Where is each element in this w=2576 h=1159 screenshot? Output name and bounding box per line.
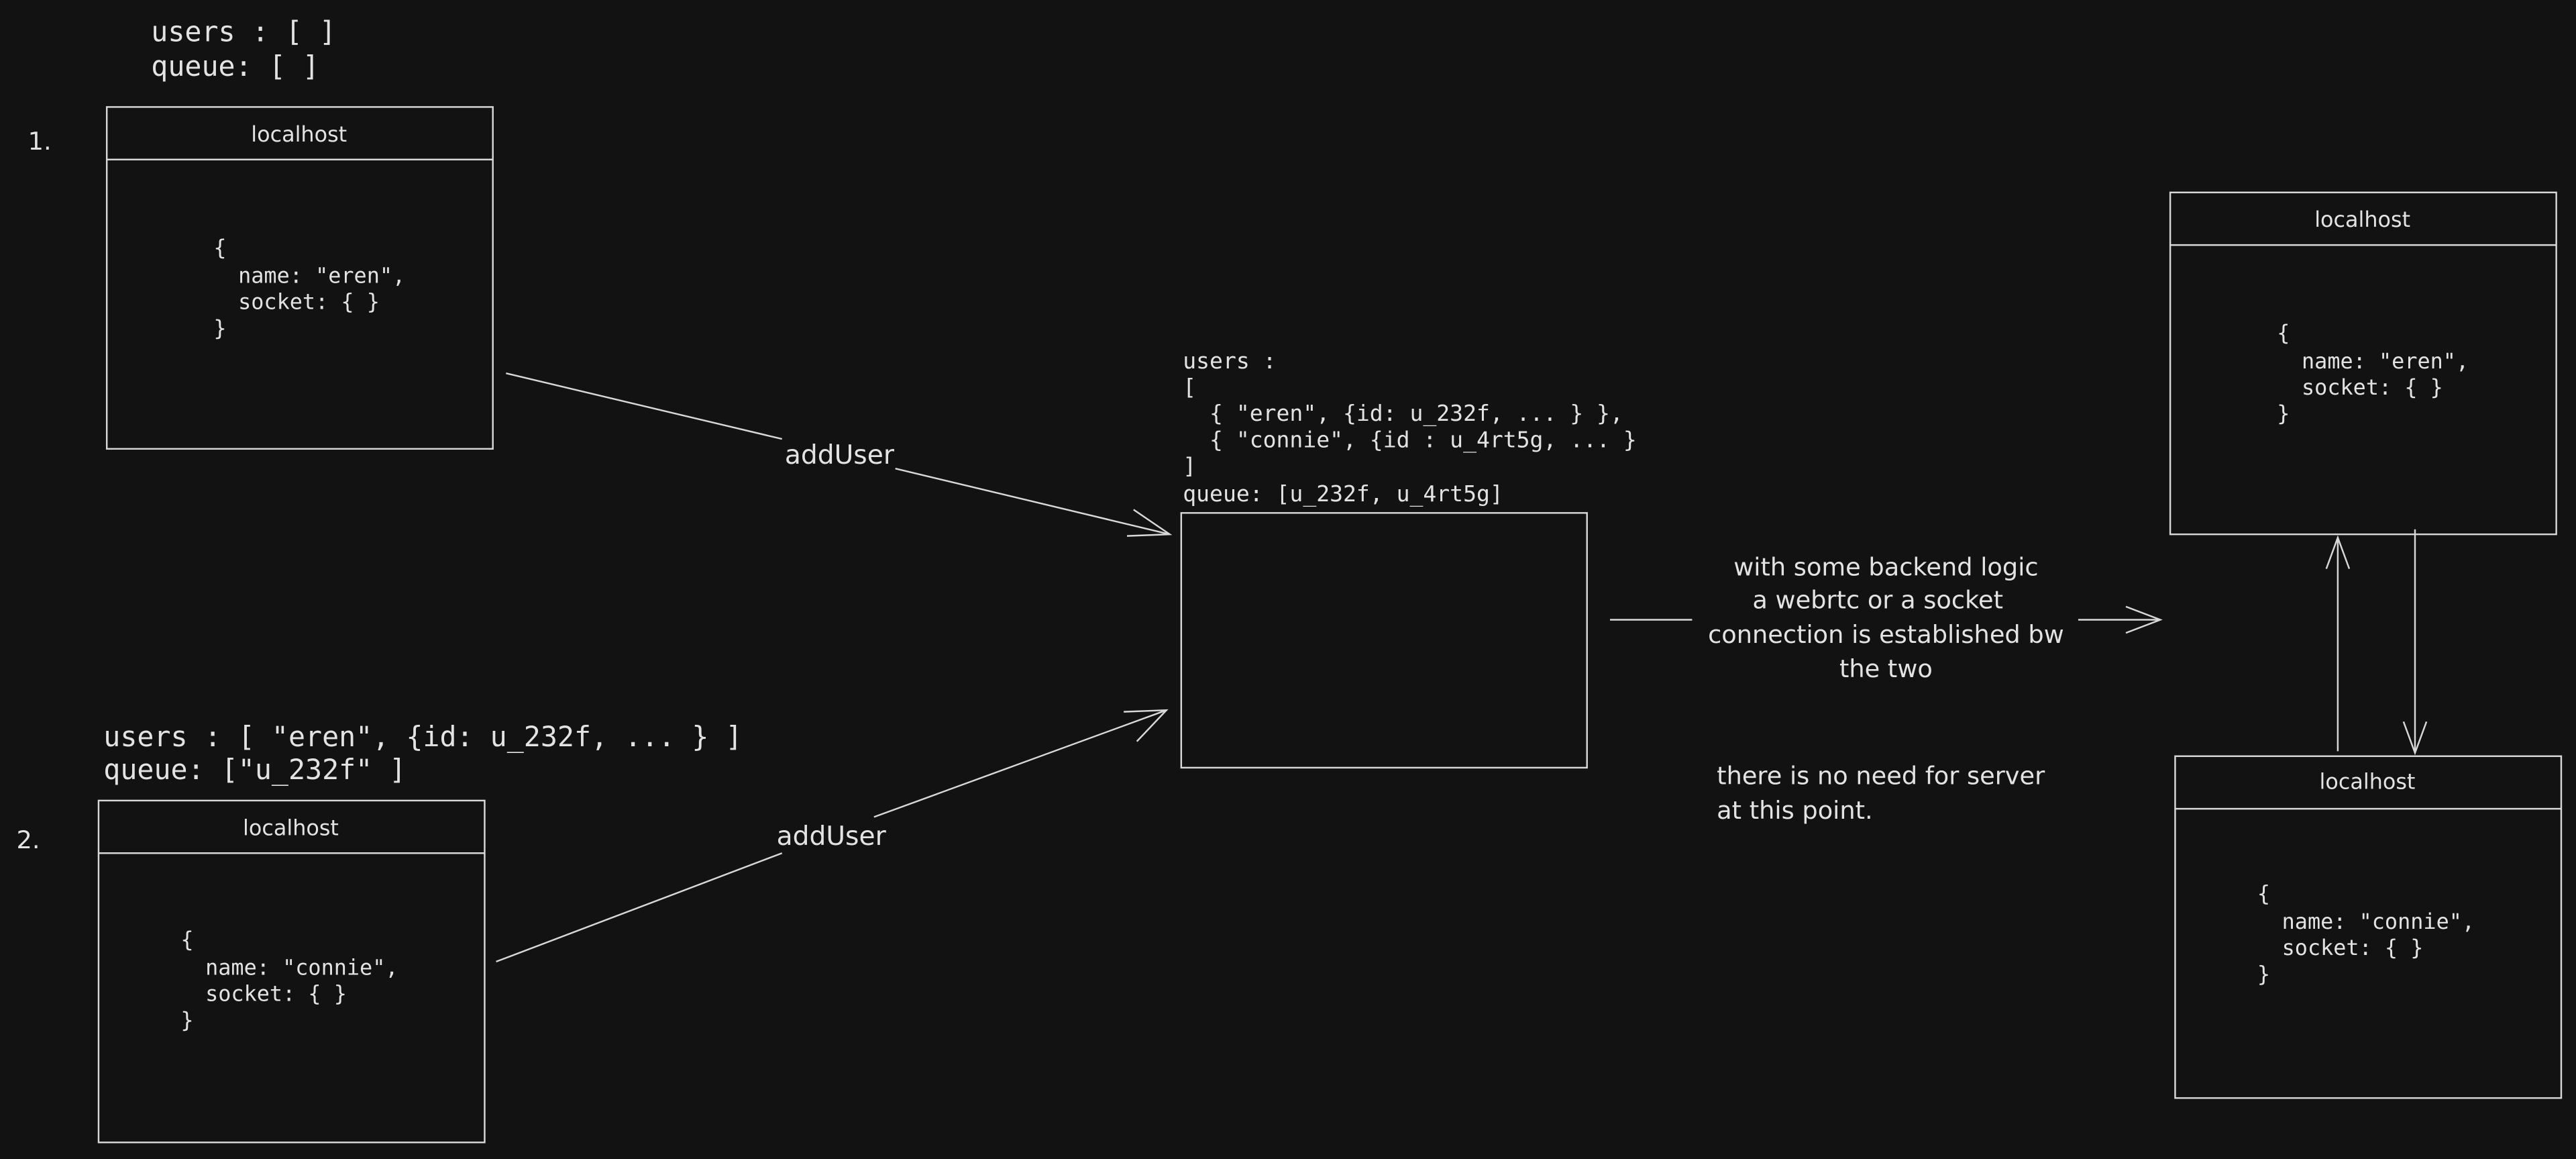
window-frame (105, 106, 494, 450)
server-note: there is no need for server at this poin… (1717, 761, 2045, 824)
step-number: 2. (16, 825, 40, 854)
connection-note: with some backend logic a webrtc or a so… (1708, 552, 2064, 683)
state-line: queue: [ ] (151, 50, 319, 83)
code-line: { (2277, 320, 2290, 346)
step2-state: users : [ "eren", {id: u_232f, ... } ] q… (103, 720, 742, 786)
peer-window-eren: localhost { name: "eren", socket: { } } (2169, 191, 2557, 536)
arrow-label: addUser (785, 440, 895, 470)
state-line: ] (1183, 453, 1196, 479)
code-line: { (180, 927, 193, 952)
window-frame (2169, 191, 2557, 536)
window-title: localhost (2314, 207, 2410, 232)
step-number: 1. (28, 127, 52, 156)
code-line: socket: { } (2282, 935, 2424, 960)
code-line: socket: { } (205, 981, 347, 1007)
state-line: users : (1183, 348, 1276, 374)
window-frame (2174, 755, 2563, 1099)
arrow-label: addUser (777, 821, 887, 852)
peer-window-connie: localhost { name: "connie", socket: { } … (2174, 755, 2563, 1099)
state-line: queue: [u_232f, u_4rt5g] (1183, 481, 1503, 507)
code-line: socket: { } (238, 289, 380, 315)
code-line: } (2277, 401, 2290, 426)
code-line: } (2257, 961, 2270, 987)
code-line: name: "eren", (238, 262, 405, 288)
step1-state: users : [ ] queue: [ ] (151, 15, 336, 82)
peer-arrow-down (2402, 529, 2428, 756)
note-line: the two (1839, 654, 1933, 683)
server-state: users : [ { "eren", {id: u_232f, ... } }… (1183, 348, 1636, 507)
code-line: name: "connie", (205, 954, 398, 980)
code-line: { (213, 235, 226, 260)
code-line: } (180, 1007, 193, 1033)
note-line: at this point. (1717, 796, 1873, 825)
code-line: socket: { } (2302, 374, 2443, 400)
code-line: name: "eren", (2302, 348, 2469, 374)
note-line: a webrtc or a socket (1752, 585, 2003, 614)
window-title: localhost (243, 815, 339, 840)
code-line: name: "connie", (2282, 909, 2475, 934)
window-title: localhost (251, 121, 347, 147)
client-window-connie: localhost { name: "connie", socket: { } … (97, 799, 486, 1144)
connection-arrow (1610, 605, 2163, 634)
code-line: } (213, 315, 226, 341)
state-line: [ (1183, 374, 1196, 400)
window-title: localhost (2320, 769, 2416, 795)
code-line: { (2257, 880, 2270, 906)
state-line: { "connie", {id : u_4rt5g, ... } (1183, 426, 1636, 453)
state-line: users : [ ] (151, 15, 336, 48)
note-line: with some backend logic (1733, 552, 2038, 581)
window-frame (97, 799, 486, 1144)
server-box (1180, 512, 1588, 769)
note-line: connection is established bw (1708, 620, 2064, 649)
note-line: there is no need for server (1717, 761, 2045, 790)
state-line: queue: ["u_232f" ] (103, 753, 406, 786)
peer-arrow-up (2325, 535, 2351, 752)
state-line: users : [ "eren", {id: u_232f, ... } ] (103, 720, 742, 753)
add-user-arrow-1: addUser (506, 372, 1173, 537)
client-window-eren: localhost { name: "eren", socket: { } } (105, 106, 494, 450)
add-user-arrow-2: addUser (496, 709, 1169, 963)
state-line: { "eren", {id: u_232f, ... } }, (1183, 400, 1623, 427)
